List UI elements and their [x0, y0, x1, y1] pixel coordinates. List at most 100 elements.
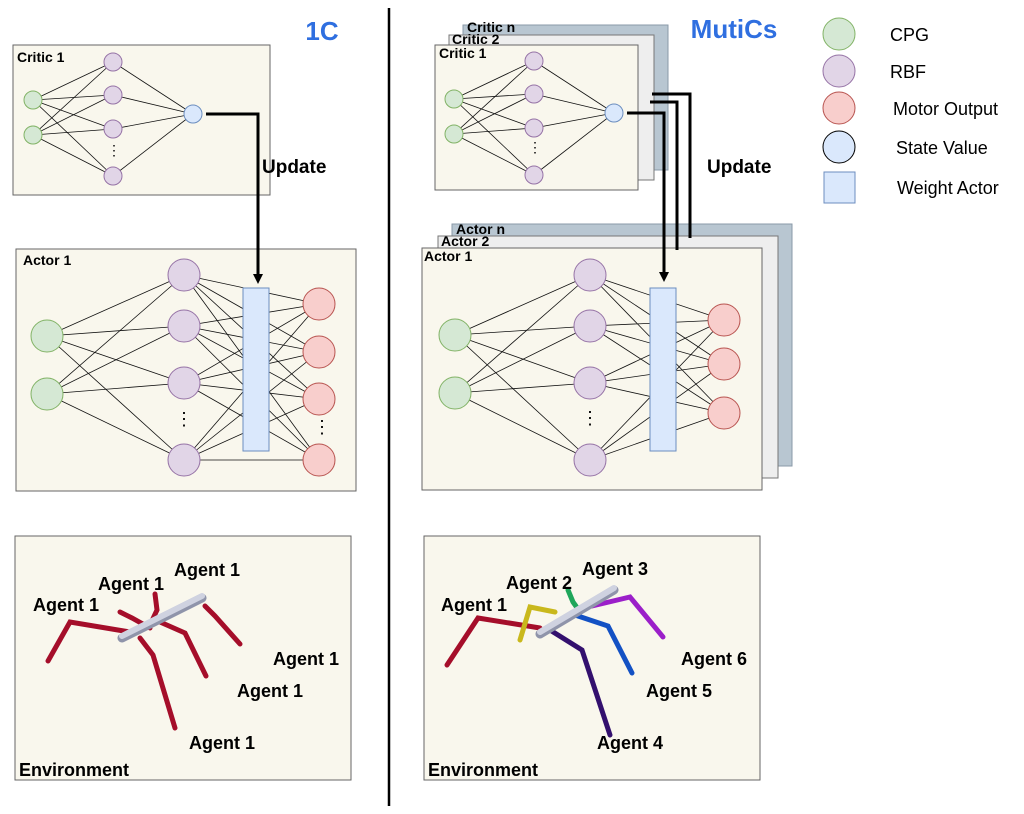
- right-critic-cpg-node: [444, 124, 464, 144]
- left-actor-cpg-rbf-edge: [46, 335, 185, 384]
- legend-cpg-swatch: [822, 17, 856, 51]
- right-update-arrow-2: [650, 100, 679, 250]
- legend-state-value-label: State Value: [896, 138, 988, 158]
- left-actor-cpg-rbf-edge: [46, 335, 185, 461]
- left-environment-box: [14, 535, 352, 781]
- right-actor-cpg-node: [438, 376, 472, 410]
- left-critic-rbf-value-edge: [112, 113, 194, 177]
- right-critic-cpg-node: [444, 89, 464, 109]
- critic-n-label: Critic n: [467, 19, 515, 35]
- right-actor-cpg-node: [438, 318, 472, 352]
- right-critic-cpg-rbf-edge: [453, 60, 535, 100]
- left-actor-motor-node: [302, 382, 336, 416]
- legend-state-value-swatch: [822, 130, 856, 164]
- left-critic-cpg-rbf-edge: [32, 99, 114, 130]
- left-critic-cpg-rbf-edge: [32, 128, 114, 136]
- right-weight-actor: [649, 287, 677, 452]
- right-critic-cpg-rbf-edge: [453, 98, 535, 176]
- left-leg-5: [157, 619, 209, 679]
- legend-cpg-label: CPG: [890, 25, 929, 45]
- right-critic-stack: Critic n Critic 2 Critic 1 ⋮: [434, 19, 669, 191]
- legend-motor-output-swatch: [822, 91, 856, 125]
- actor-1-label: Actor 1: [424, 248, 472, 264]
- left-agent-label-4: Agent 1: [273, 649, 339, 669]
- left-actor-cpg-node: [30, 377, 64, 411]
- right-critic-rbf-node: [524, 118, 544, 138]
- left-actor-rbf-node: [167, 443, 201, 477]
- right-actor-cpg-rbf-edge: [454, 392, 591, 461]
- left-actor-rbf-node: [167, 309, 201, 343]
- left-agent-label-6: Agent 1: [189, 733, 255, 753]
- legend-rbf-label: RBF: [890, 62, 926, 82]
- left-critic-rbf-value-edge: [112, 61, 194, 115]
- right-critic-ellipsis: ⋮: [528, 139, 542, 155]
- right-actor-cpg-rbf-edge: [454, 334, 591, 461]
- right-critic-cpg-rbf-edge: [453, 60, 535, 135]
- right-agent-label-4: Agent 4: [597, 733, 663, 753]
- right-agent-label-5: Agent 5: [646, 681, 712, 701]
- left-actor-motor-node: [302, 443, 336, 477]
- left-critic-box: [12, 44, 271, 196]
- left-actor-cpg-node: [30, 319, 64, 353]
- left-critic-cpg-node: [23, 90, 43, 110]
- right-critic-cpg-rbf-edge: [453, 133, 535, 176]
- right-critic-rbf-value-edge: [533, 60, 615, 114]
- right-actor-cpg-rbf-edge: [454, 325, 591, 336]
- left-critic-rbf-value-edge: [112, 94, 194, 115]
- right-actor-motor-node: [707, 303, 741, 337]
- agent-3-leg: [565, 587, 581, 612]
- right-actor-rbf-ellipsis: ⋮: [581, 408, 599, 428]
- right-agent-label-6: Agent 6: [681, 649, 747, 669]
- left-critic-rbf-node: [103, 166, 123, 186]
- left-weight-actor: [242, 287, 270, 452]
- right-actor-cpg-rbf-edge: [454, 274, 591, 394]
- right-actor-cpg-rbf-edge: [454, 382, 591, 394]
- right-critic-cpg-rbf-edge: [453, 93, 535, 100]
- left-actor-cpg-rbf-edge: [46, 393, 185, 461]
- right-environment: Agent 1 Agent 2 Agent 3 Agent 6 Agent 5 …: [423, 535, 761, 781]
- left-critic-rbf-node: [103, 85, 123, 105]
- left-critic-rbf-node: [103, 52, 123, 72]
- right-critic-cpg-rbf-edge: [453, 98, 535, 129]
- agent-5-leg: [572, 612, 635, 676]
- right-actor-rbf-node: [573, 309, 607, 343]
- left-critic-cpg-rbf-edge: [32, 61, 114, 101]
- legend-rbf-swatch: [822, 54, 856, 88]
- left-critic-state-value-node: [183, 104, 203, 124]
- left-agent-label-5: Agent 1: [237, 681, 303, 701]
- left-actor-cpg-rbf-edge: [46, 382, 185, 395]
- right-actor-motor-node: [707, 347, 741, 381]
- actor-2-label: Actor 2: [441, 233, 489, 249]
- left-environment: Agent 1 Agent 1 Agent 1 Agent 1 Agent 1 …: [14, 535, 352, 781]
- right-actor-stack: Actor n Actor 2 Actor 1 ⋮: [421, 221, 793, 491]
- left-critic-label: Critic 1: [17, 49, 65, 65]
- right-critic-rbf-value-edge: [533, 112, 615, 129]
- left-critic-cpg-rbf-edge: [32, 134, 114, 177]
- right-critic-state-value-node: [604, 103, 624, 123]
- right-actor-rbf-node: [573, 366, 607, 400]
- right-update-label: Update: [707, 157, 771, 178]
- left-actor-motor-ellipsis: ⋮: [313, 417, 331, 437]
- left-leg-4: [202, 603, 243, 647]
- left-actor-cpg-rbf-edge: [46, 274, 185, 337]
- left-critic-cpg-rbf-edge: [32, 61, 114, 136]
- left-agent-label-2: Agent 1: [98, 574, 164, 594]
- left-critic-cpg-rbf-edge: [32, 94, 114, 101]
- right-actor-cpg-rbf-edge: [454, 325, 591, 394]
- left-actor-motor-node: [302, 287, 336, 321]
- agent-1-leg: [444, 615, 543, 668]
- right-actor-cpg-rbf-edge: [454, 274, 591, 336]
- right-update-arrow-n: [652, 92, 692, 238]
- legend-motor-output-label: Motor Output: [893, 99, 998, 119]
- legend-weight-actor-swatch: [823, 171, 856, 204]
- right-agent-label-3: Agent 3: [582, 559, 648, 579]
- right-actor-rbf-node: [573, 258, 607, 292]
- right-critic-rbf-node: [524, 84, 544, 104]
- right-critic-cpg-rbf-edge: [453, 127, 535, 135]
- right-environment-box: [423, 535, 761, 781]
- right-critic-rbf-value-edge: [533, 112, 615, 176]
- left-leg-6: [137, 635, 178, 731]
- left-actor-rbf-ellipsis: ⋮: [175, 409, 193, 429]
- right-agent-label-1: Agent 1: [441, 595, 507, 615]
